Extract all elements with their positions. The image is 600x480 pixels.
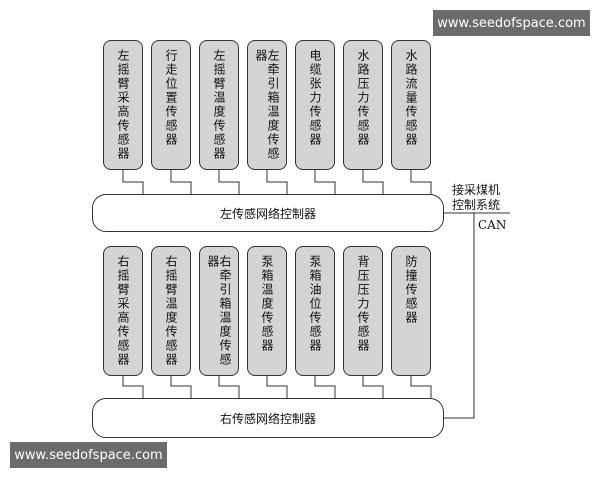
- can-bus-wire: [444, 212, 475, 419]
- watermark-top: www.seedofspace.com: [433, 10, 590, 36]
- top-sensor-5: 电缆张力传感器: [295, 40, 335, 170]
- bottom-sensor-wire: [266, 376, 288, 398]
- top-sensor-label: 电缆张力传感器: [308, 49, 322, 147]
- top-sensor-label: 左摇臂采高传感器: [116, 49, 130, 161]
- bottom-sensor-label: 泵箱油位传感器: [308, 255, 322, 353]
- top-sensor-wire: [314, 170, 336, 194]
- left-controller-label: 左传感网络控制器: [219, 206, 316, 221]
- bottom-sensor-wire: [314, 376, 336, 398]
- top-sensor-label: 左牵引箱温度传感器: [254, 49, 280, 161]
- bottom-sensor-wire: [410, 376, 432, 398]
- system-label: 接采煤机 控制系统: [452, 183, 500, 213]
- bottom-sensor-2: 右摇臂温度传感器: [151, 246, 191, 376]
- watermark-bottom: www.seedofspace.com: [10, 442, 167, 468]
- bottom-sensor-label: 泵箱温度传感器: [260, 255, 274, 353]
- bottom-sensor-label: 右摇臂采高传感器: [116, 255, 130, 367]
- top-sensor-label: 左摇臂温度传感器: [212, 49, 226, 161]
- top-sensor-label: 水路流量传感器: [404, 49, 418, 147]
- system-label-line-2: 控制系统: [452, 198, 501, 212]
- top-sensor-wire: [362, 170, 384, 194]
- top-sensor-label: 行走位置传感器: [164, 49, 178, 147]
- right-controller-label: 右传感网络控制器: [219, 411, 316, 426]
- bottom-sensor-1: 右摇臂采高传感器: [103, 246, 143, 376]
- bottom-sensor-label: 右牵引箱温度传感器: [206, 255, 232, 367]
- bottom-sensor-wire: [218, 376, 240, 398]
- bottom-sensor-wire: [170, 376, 192, 398]
- bottom-sensor-label: 防撞传感器: [404, 255, 418, 325]
- top-sensor-wire: [266, 170, 288, 194]
- top-sensor-wire: [410, 170, 432, 194]
- top-sensor-4: 左牵引箱温度传感器: [247, 40, 287, 170]
- bottom-sensor-3: 右牵引箱温度传感器: [199, 246, 239, 376]
- top-sensor-3: 左摇臂温度传感器: [199, 40, 239, 170]
- bottom-sensor-label: 右摇臂温度传感器: [164, 255, 178, 367]
- top-sensor-7: 水路流量传感器: [391, 40, 431, 170]
- top-sensor-wire: [122, 170, 144, 194]
- top-sensor-1: 左摇臂采高传感器: [103, 40, 143, 170]
- bottom-sensor-label: 背压压力传感器: [356, 255, 370, 353]
- bottom-sensor-4: 泵箱温度传感器: [247, 246, 287, 376]
- bottom-sensor-wire: [362, 376, 384, 398]
- top-sensor-2: 行走位置传感器: [151, 40, 191, 170]
- top-sensor-wire: [218, 170, 240, 194]
- left-controller: 左传感网络控制器: [92, 194, 444, 232]
- bottom-sensor-7: 防撞传感器: [391, 246, 431, 376]
- system-label-line-1: 接采煤机: [452, 183, 501, 197]
- bottom-sensor-5: 泵箱油位传感器: [295, 246, 335, 376]
- top-sensor-6: 水路压力传感器: [343, 40, 383, 170]
- bottom-sensor-wire: [122, 376, 144, 398]
- bottom-sensor-6: 背压压力传感器: [343, 246, 383, 376]
- can-label: CAN: [478, 218, 507, 232]
- top-sensor-label: 水路压力传感器: [356, 49, 370, 147]
- top-sensor-wire: [170, 170, 192, 194]
- right-controller: 右传感网络控制器: [92, 398, 444, 438]
